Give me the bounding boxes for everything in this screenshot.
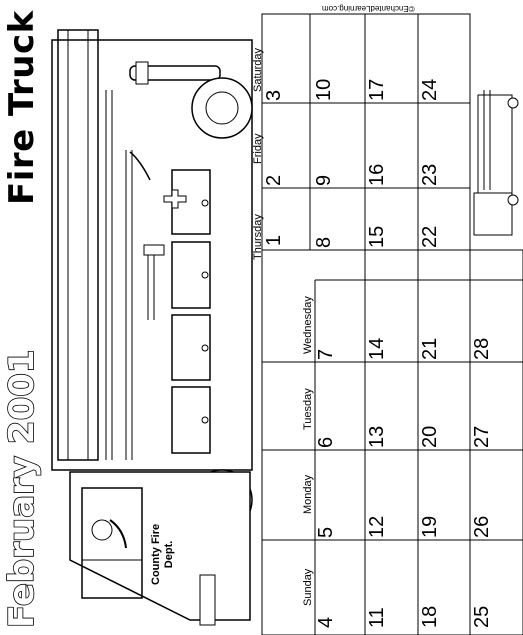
truck-label-line2: Dept. (163, 540, 175, 569)
date-cell: 28 (471, 337, 493, 360)
date-cell: 5 (315, 526, 337, 538)
date-cell: 16 (366, 163, 388, 186)
date-cell: 4 (315, 616, 337, 628)
ladder-icon (57, 29, 99, 461)
date-cell: 14 (366, 337, 388, 360)
date-cell: 9 (313, 174, 335, 186)
date-cell: 22 (419, 225, 441, 248)
date-cell: 13 (366, 425, 388, 448)
hose-icon (129, 61, 221, 85)
date-cell: 20 (419, 425, 441, 448)
day-tuesday: Tuesday (302, 388, 314, 430)
date-cell: 15 (366, 225, 388, 248)
date-cell: 17 (366, 78, 388, 101)
date-cell: 21 (419, 337, 441, 360)
date-cell: 6 (315, 436, 337, 448)
date-cell: 23 (419, 163, 441, 186)
day-sunday: Sunday (302, 568, 314, 606)
day-wednesday: Wednesday (302, 296, 314, 354)
date-cell: 26 (471, 515, 493, 538)
date-cell: 12 (366, 515, 388, 538)
date-cell: 7 (315, 348, 337, 360)
date-cell: 2 (263, 174, 285, 186)
small-fire-truck-icon (473, 90, 519, 236)
date-cell: 27 (471, 425, 493, 448)
date-cell: 8 (313, 236, 335, 248)
date-cell: 10 (313, 78, 335, 101)
axe-icon (129, 151, 165, 320)
date-cell: 25 (471, 605, 493, 628)
day-friday: Friday (252, 133, 264, 164)
date-cell: 11 (366, 607, 388, 628)
date-cell: 1 (263, 234, 285, 246)
day-saturday: Saturday (252, 47, 264, 92)
date-cell: 24 (419, 78, 441, 101)
truck-label-line1: County Fire (150, 523, 162, 585)
date-cell: 18 (419, 605, 441, 628)
truck-label: County Fire Dept. (150, 524, 176, 585)
date-cell: 19 (419, 515, 441, 538)
date-cell: 3 (263, 89, 285, 101)
day-monday: Monday (302, 474, 314, 514)
